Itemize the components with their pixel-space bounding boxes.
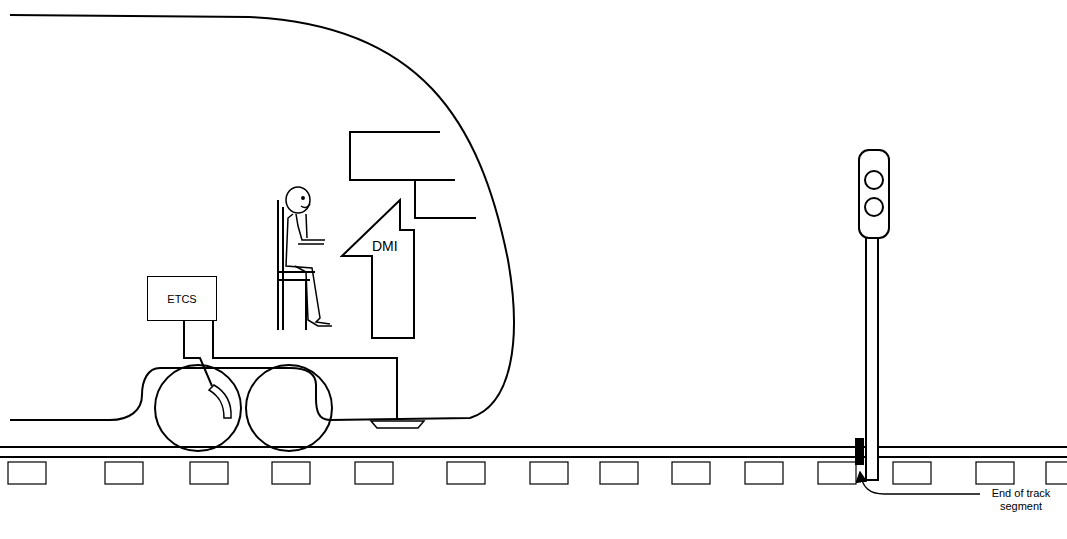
sleeper: [272, 462, 310, 484]
sleeper: [530, 462, 568, 484]
sleeper: [745, 462, 783, 484]
dmi-shape: DMI: [340, 198, 416, 340]
sleeper: [1046, 462, 1067, 484]
sleeper: [976, 462, 1014, 484]
sleeper: [893, 462, 931, 484]
etcs-box: ETCS: [147, 276, 217, 321]
callout-label: End of track segment: [980, 487, 1062, 513]
sleeper: [600, 462, 638, 484]
sleeper: [355, 462, 393, 484]
sleeper: [8, 462, 46, 484]
sleeper: [672, 462, 710, 484]
sleeper: [190, 462, 228, 484]
sleeper: [447, 462, 485, 484]
dmi-outline: [340, 198, 416, 340]
node-text: ETCS: [167, 293, 196, 305]
sleeper: [818, 462, 856, 484]
end-marker: [855, 438, 864, 465]
node-text: DMI: [372, 238, 398, 254]
sleeper: [105, 462, 143, 484]
